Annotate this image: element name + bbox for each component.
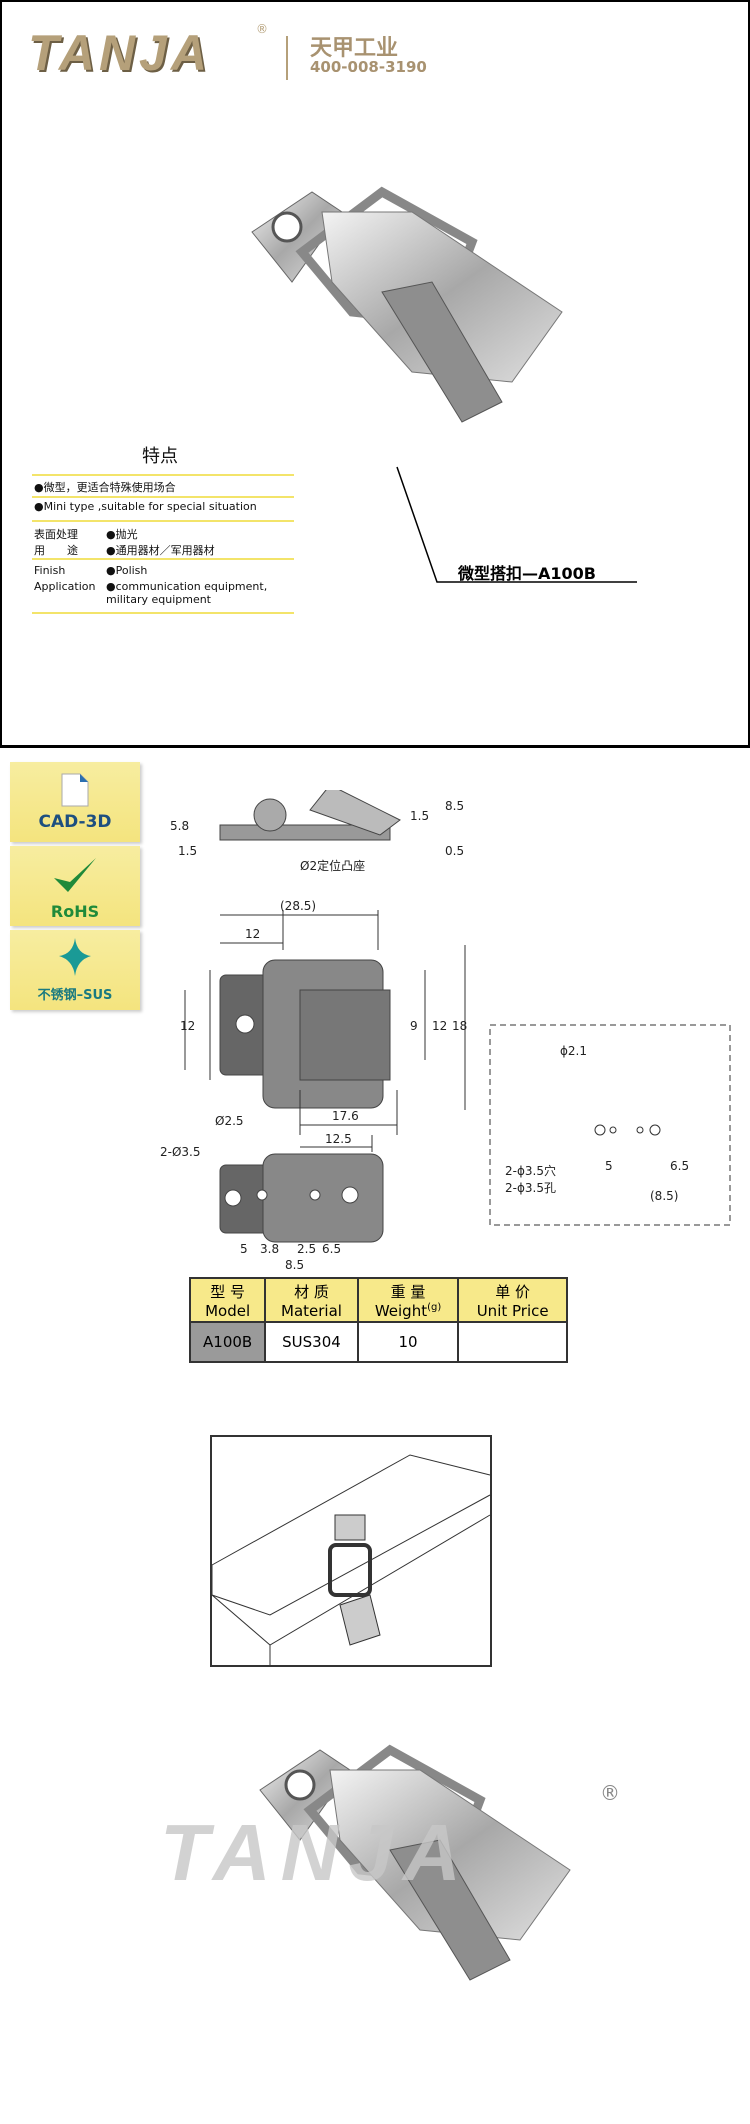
dim-label: 1.5 [178, 844, 197, 858]
dim-label: 5 [240, 1242, 248, 1256]
check-icon [54, 858, 96, 892]
cell-material: SUS304 [264, 1321, 359, 1363]
dim-label: 9 [410, 1019, 418, 1033]
application-label-en: Application [34, 580, 96, 593]
features-title: 特点 [142, 446, 178, 467]
product-caption: 微型搭扣—A100B [458, 564, 596, 583]
dim-label: 5 [605, 1159, 613, 1173]
badge-cad-3d[interactable]: CAD-3D [10, 762, 140, 842]
badge-label: CAD-3D [38, 812, 112, 832]
dim-label: (8.5) [650, 1189, 678, 1203]
feature-row: ●微型，更适合特殊使用场合 [34, 481, 176, 494]
dim-label: 2-ϕ3.5孔 [505, 1181, 556, 1195]
badge-stainless[interactable]: 不锈钢–SUS [10, 930, 140, 1010]
dim-label: 12.5 [325, 1132, 352, 1146]
brand-cn-name: 天甲工业 [310, 36, 399, 61]
dim-label: 12 [432, 1019, 447, 1033]
application-label-cn: 用 途 [34, 544, 78, 557]
cell-weight: 10 [356, 1321, 460, 1363]
file-icon [61, 773, 89, 807]
dim-label: 2-Ø3.5 [160, 1145, 201, 1159]
dim-label: 3.8 [260, 1242, 279, 1256]
finish-label-cn: 表面处理 [34, 528, 78, 541]
dim-label: Ø2.5 [215, 1114, 244, 1128]
finish-value-en: ●Polish [106, 564, 148, 577]
dimension-drawing: 5.8 1.5 1.5 8.5 0.5 Ø2定位凸座 (28.5) 12 12 … [160, 790, 731, 1272]
dim-label: 18 [452, 1019, 467, 1033]
dim-label: 6.5 [322, 1242, 341, 1256]
dim-label: 17.6 [332, 1109, 359, 1123]
finish-label-en: Finish [34, 564, 66, 577]
product-overview-panel: TANJA ® 天甲工业 400-008-3190 特点 ●微型，更适合特殊使用… [0, 0, 750, 748]
cell-unit-price [457, 1321, 568, 1363]
dim-label: 8.5 [285, 1258, 304, 1272]
badge-label: RoHS [50, 902, 100, 921]
divider [286, 36, 288, 80]
brand-logo: TANJA [28, 25, 211, 81]
application-value-cn: ●通用器材／军用器材 [106, 544, 215, 557]
dim-label: 12 [180, 1019, 195, 1033]
sparkle-icon [59, 938, 91, 976]
dim-label: 0.5 [445, 844, 464, 858]
dim-label: 8.5 [445, 799, 464, 813]
caption-leader-line [396, 466, 637, 583]
badge-rohs[interactable]: RoHS [10, 846, 140, 926]
application-value-en: ●communication equipment, military equip… [106, 580, 268, 606]
cell-model: A100B [188, 1321, 267, 1363]
watermark-registered: ® [600, 1781, 620, 1805]
dim-label: 2-ϕ3.5穴 [505, 1163, 556, 1178]
watermark-logo: TANJA [160, 1808, 471, 1897]
finish-value-cn: ●抛光 [106, 528, 138, 541]
product-photo [251, 186, 563, 423]
dim-label: (28.5) [280, 899, 316, 913]
badge-label: 不锈钢–SUS [37, 988, 113, 1003]
dim-label: Ø2定位凸座 [300, 858, 365, 873]
dim-label: 1.5 [410, 809, 429, 823]
feature-row: ●Mini type ,suitable for special situati… [34, 500, 257, 513]
phone-number: 400-008-3190 [310, 58, 427, 76]
dim-label: ϕ2.1 [560, 1044, 587, 1058]
dim-label: 5.8 [170, 819, 189, 833]
dim-label: 6.5 [670, 1159, 689, 1173]
dim-label: 2.5 [297, 1242, 316, 1256]
product-photo-watermarked: TANJA ® [160, 1744, 620, 1981]
installation-diagram [210, 1435, 492, 1667]
dim-label: 12 [245, 927, 260, 941]
registered-mark: ® [256, 22, 268, 36]
